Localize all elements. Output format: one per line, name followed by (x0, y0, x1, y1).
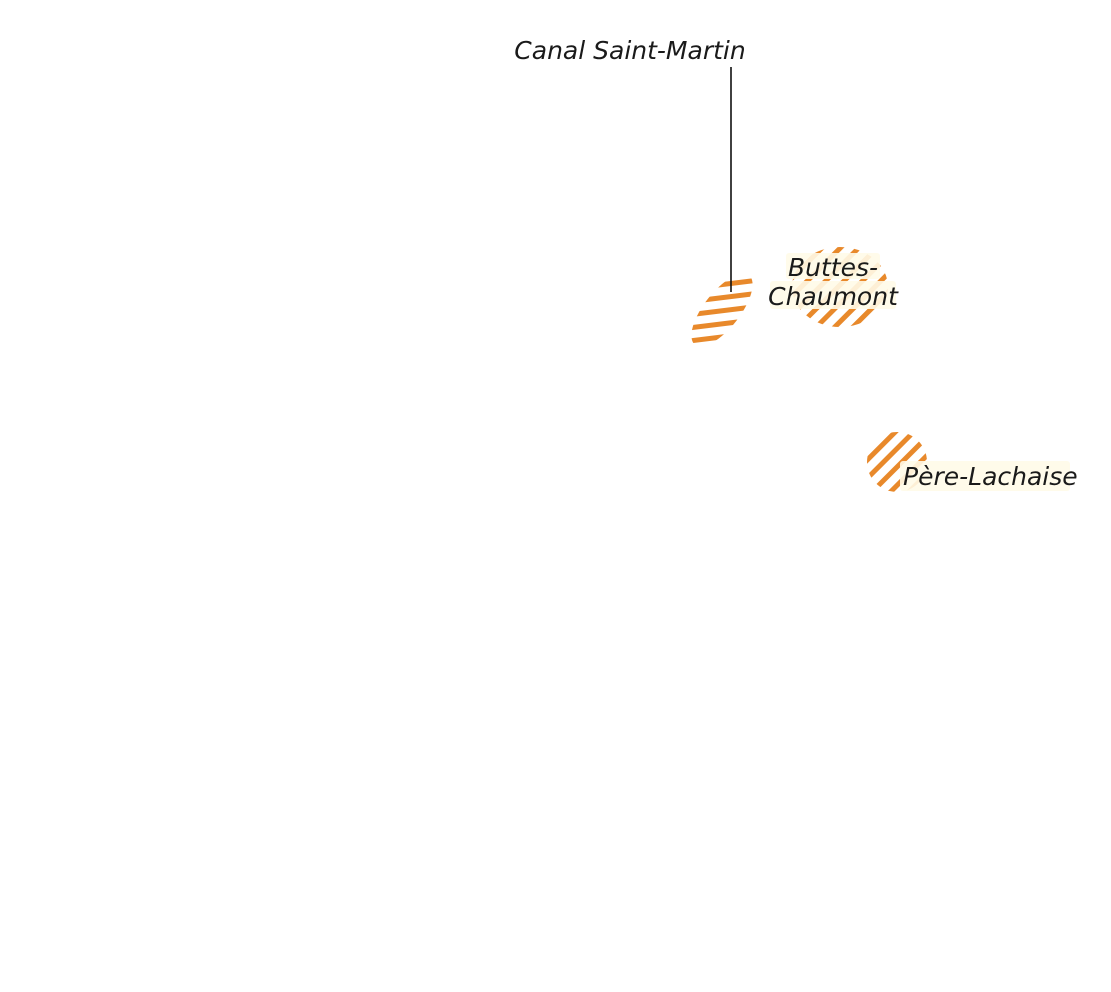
buttes-chaumont-label-line-1: Buttes- (788, 253, 878, 282)
pere-lachaise-label-halo (900, 461, 1070, 491)
place-buttes-chaumont[interactable]: Buttes- Chaumont (768, 247, 899, 327)
pere-lachaise-label: Père-Lachaise (903, 462, 1078, 491)
place-canal-saint-martin[interactable]: Canal Saint-Martin (514, 36, 763, 356)
buttes-chaumont-label-line-2: Chaumont (768, 282, 899, 311)
canal-saint-martin-area[interactable] (681, 264, 764, 356)
place-pere-lachaise[interactable]: Père-Lachaise (867, 432, 1078, 492)
buttes-chaumont-label-halo (786, 253, 880, 279)
canal-saint-martin-label: Canal Saint-Martin (514, 36, 745, 65)
buttes-chaumont-label-halo-2 (770, 281, 896, 309)
